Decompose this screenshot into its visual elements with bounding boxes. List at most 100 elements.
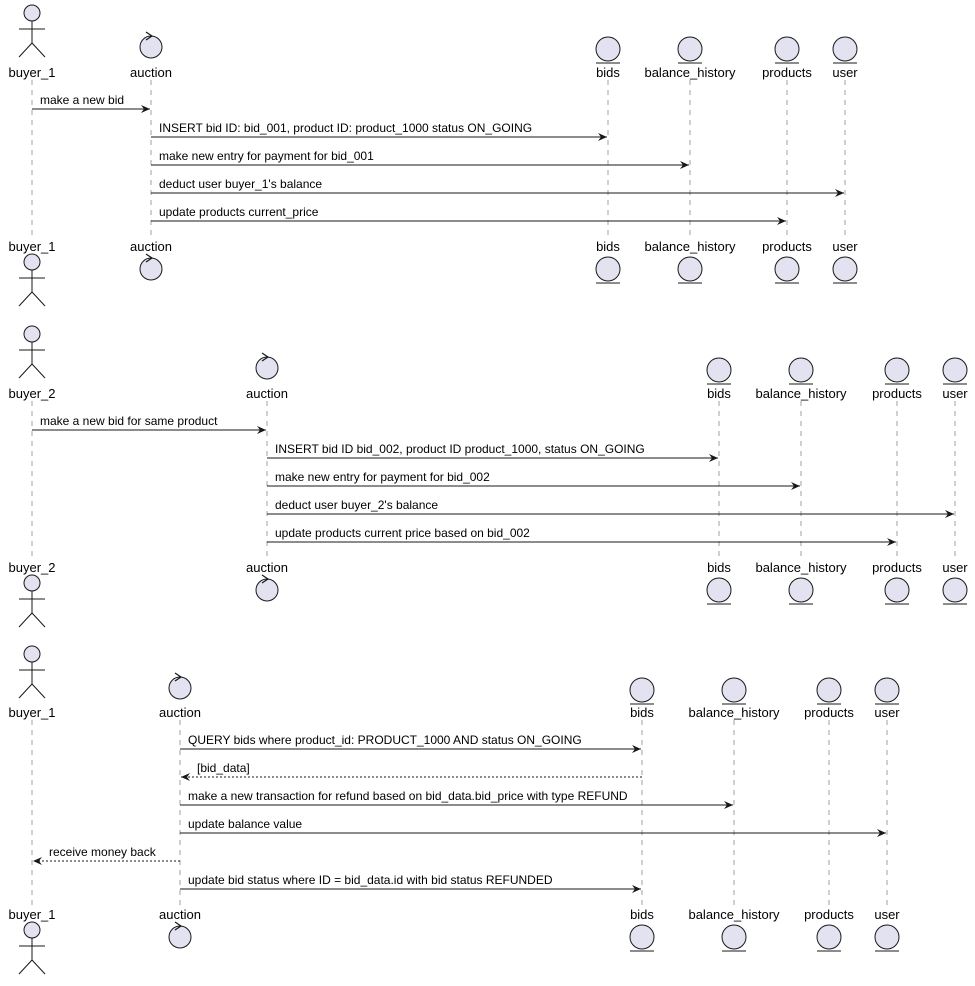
participant-label-buyer_2-bottom: buyer_2 xyxy=(9,560,56,575)
message-label: make a new bid xyxy=(40,93,124,107)
message: QUERY bids where product_id: PRODUCT_100… xyxy=(180,733,641,753)
message-label: receive money back xyxy=(49,845,157,859)
participant-label-balance_history: balance_history xyxy=(644,65,736,80)
message-label: deduct user buyer_1's balance xyxy=(159,177,322,191)
participant-label-user-bottom: user xyxy=(942,560,968,575)
balance_history-entity-icon xyxy=(677,256,703,284)
auction-control-icon xyxy=(168,921,192,949)
products-entity-icon xyxy=(884,357,910,385)
participant-label-user: user xyxy=(874,705,900,720)
balance_history-entity-icon xyxy=(788,577,814,605)
participant-label-buyer_1: buyer_1 xyxy=(9,65,56,80)
message: deduct user buyer_1's balance xyxy=(151,177,844,197)
participant-label-buyer_1-bottom: buyer_1 xyxy=(9,907,56,922)
message-label: [bid_data] xyxy=(197,761,250,775)
participant-label-products-bottom: products xyxy=(804,907,854,922)
buyer_2-actor-icon xyxy=(18,574,46,628)
buyer_1-actor-icon xyxy=(18,921,46,975)
message-label: make new entry for payment for bid_002 xyxy=(275,470,490,484)
auction-control-icon xyxy=(139,31,163,59)
participant-label-products-bottom: products xyxy=(872,560,922,575)
message: make new entry for payment for bid_001 xyxy=(151,149,689,169)
participant-label-bids-bottom: bids xyxy=(630,907,654,922)
bids-entity-icon xyxy=(595,36,621,64)
balance_history-entity-icon xyxy=(721,677,747,705)
participant-label-balance_history-bottom: balance_history xyxy=(755,560,847,575)
user-entity-icon xyxy=(874,924,900,952)
participant-label-user-bottom: user xyxy=(832,239,858,254)
sequence-diagram-2: buyer_2buyer_2auctionauctionbidsbidsbala… xyxy=(9,325,968,628)
participant-label-buyer_1: buyer_1 xyxy=(9,705,56,720)
message: update balance value xyxy=(180,817,886,837)
balance_history-entity-icon xyxy=(721,924,747,952)
participant-label-user: user xyxy=(832,65,858,80)
message-label: update products current_price xyxy=(159,205,319,219)
message: INSERT bid ID bid_002, product ID produc… xyxy=(267,442,718,462)
bids-entity-icon xyxy=(706,357,732,385)
participant-label-balance_history-bottom: balance_history xyxy=(644,239,736,254)
message: update products current_price xyxy=(151,205,786,225)
message: receive money back xyxy=(33,845,180,865)
products-entity-icon xyxy=(884,577,910,605)
sequence-diagram-1: buyer_1buyer_1auctionauctionbidsbidsbala… xyxy=(9,4,858,307)
participant-label-balance_history-bottom: balance_history xyxy=(688,907,780,922)
participant-label-buyer_1-bottom: buyer_1 xyxy=(9,239,56,254)
message: update bid status where ID = bid_data.id… xyxy=(180,873,641,893)
participant-label-user-bottom: user xyxy=(874,907,900,922)
user-entity-icon xyxy=(832,36,858,64)
message-label: INSERT bid ID bid_002, product ID produc… xyxy=(275,442,645,456)
participant-label-bids: bids xyxy=(707,386,731,401)
products-entity-icon xyxy=(816,924,842,952)
auction-control-icon xyxy=(139,253,163,281)
auction-control-icon xyxy=(255,574,279,602)
user-entity-icon xyxy=(942,577,968,605)
message-label: make new entry for payment for bid_001 xyxy=(159,149,374,163)
participant-label-auction: auction xyxy=(159,705,201,720)
bids-entity-icon xyxy=(629,677,655,705)
message-label: update bid status where ID = bid_data.id… xyxy=(188,873,553,887)
participant-label-bids: bids xyxy=(630,705,654,720)
message-label: QUERY bids where product_id: PRODUCT_100… xyxy=(188,733,582,747)
message: INSERT bid ID: bid_001, product ID: prod… xyxy=(151,121,607,141)
participant-label-balance_history: balance_history xyxy=(688,705,780,720)
user-entity-icon xyxy=(942,357,968,385)
message-label: make a new transaction for refund based … xyxy=(188,789,628,803)
participant-label-products: products xyxy=(872,386,922,401)
message-label: make a new bid for same product xyxy=(40,414,218,428)
auction-control-icon xyxy=(168,672,192,700)
message: make a new transaction for refund based … xyxy=(180,789,733,809)
balance_history-entity-icon xyxy=(677,36,703,64)
participant-label-products-bottom: products xyxy=(762,239,812,254)
participant-label-auction: auction xyxy=(130,65,172,80)
message: update products current price based on b… xyxy=(267,526,896,546)
message-label: INSERT bid ID: bid_001, product ID: prod… xyxy=(159,121,532,135)
message: make new entry for payment for bid_002 xyxy=(267,470,800,490)
participant-label-bids: bids xyxy=(596,65,620,80)
participant-label-user: user xyxy=(942,386,968,401)
message: [bid_data] xyxy=(181,761,642,781)
buyer_2-actor-icon xyxy=(18,325,46,379)
participant-label-products: products xyxy=(762,65,812,80)
auction-control-icon xyxy=(255,352,279,380)
buyer_1-actor-icon xyxy=(18,645,46,699)
bids-entity-icon xyxy=(706,577,732,605)
message: deduct user buyer_2's balance xyxy=(267,498,954,518)
participant-label-auction-bottom: auction xyxy=(246,560,288,575)
participant-label-bids-bottom: bids xyxy=(596,239,620,254)
participant-label-products: products xyxy=(804,705,854,720)
message: make a new bid xyxy=(32,93,150,113)
balance_history-entity-icon xyxy=(788,357,814,385)
products-entity-icon xyxy=(774,256,800,284)
user-entity-icon xyxy=(832,256,858,284)
message-label: update balance value xyxy=(188,817,302,831)
message-label: deduct user buyer_2's balance xyxy=(275,498,438,512)
sequence-diagram-3: buyer_1buyer_1auctionauctionbidsbidsbala… xyxy=(9,645,900,975)
buyer_1-actor-icon xyxy=(18,4,46,58)
products-entity-icon xyxy=(774,36,800,64)
bids-entity-icon xyxy=(595,256,621,284)
participant-label-balance_history: balance_history xyxy=(755,386,847,401)
participant-label-buyer_2: buyer_2 xyxy=(9,386,56,401)
message-label: update products current price based on b… xyxy=(275,526,530,540)
message: make a new bid for same product xyxy=(32,414,266,434)
